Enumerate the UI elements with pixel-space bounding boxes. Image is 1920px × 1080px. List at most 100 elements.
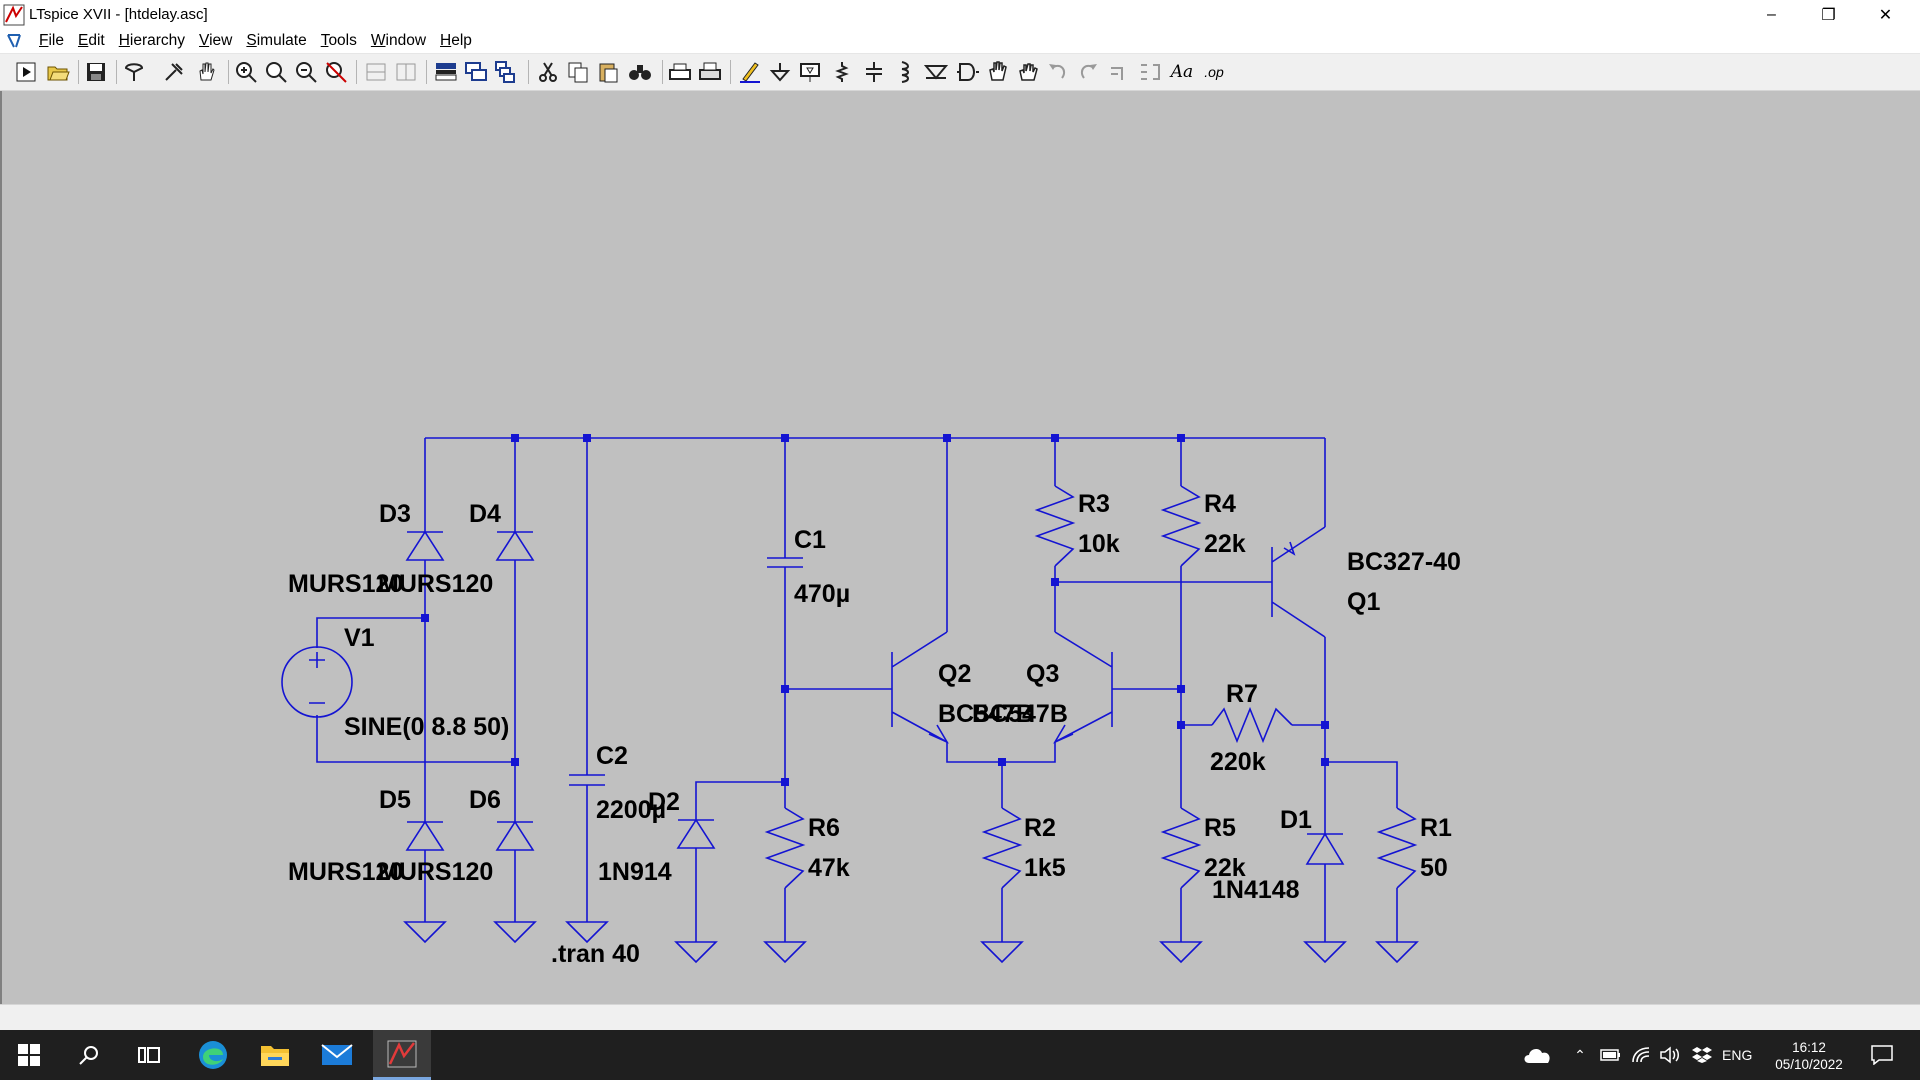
r2-value: 1k5 — [1024, 854, 1066, 882]
q1-model: BC327-40 — [1347, 548, 1461, 576]
text-icon[interactable]: Aa — [1170, 62, 1194, 82]
dropbox-icon[interactable] — [1688, 1030, 1716, 1080]
battery-icon[interactable] — [1598, 1030, 1624, 1080]
menu-file[interactable]: File — [39, 32, 64, 49]
notifications-button[interactable] — [1862, 1030, 1902, 1080]
start-button[interactable] — [0, 1030, 58, 1080]
toolbar: Aa .op — [0, 54, 1920, 91]
window-list-icon[interactable] — [494, 60, 518, 84]
r6-value: 47k — [808, 854, 850, 882]
redo-icon[interactable] — [1076, 60, 1100, 84]
volume-icon[interactable] — [1656, 1030, 1684, 1080]
close-all-icon[interactable] — [464, 60, 488, 84]
find-icon[interactable] — [628, 60, 652, 84]
file-explorer-button[interactable] — [250, 1030, 300, 1080]
schematic-canvas[interactable]: D3 D4 MURS120 MURS120 V1 SINE(0 8.8 50) … — [0, 91, 1920, 1004]
d1-label: D1 — [1280, 806, 1312, 834]
title-bar[interactable]: LTspice XVII - [htdelay.asc] – ❐ ✕ — [0, 0, 1920, 29]
r4-value: 22k — [1204, 530, 1246, 558]
taskbar: ⌃ ENG 16:12 05/10/2022 — [0, 1030, 1920, 1080]
c2-value: 2200µ — [596, 796, 666, 824]
d1-model: 1N4148 — [1212, 876, 1300, 904]
move-hand-icon[interactable] — [986, 60, 1010, 84]
zoom-fit-icon[interactable] — [264, 60, 288, 84]
spice-directive-icon[interactable]: .op — [1204, 64, 1224, 80]
window-title: LTspice XVII - [htdelay.asc] — [29, 6, 208, 23]
r4-label: R4 — [1204, 490, 1236, 518]
mail-button[interactable] — [312, 1030, 362, 1080]
ltspice-taskbar-button[interactable] — [373, 1030, 431, 1080]
tile-vertical-icon[interactable] — [394, 60, 418, 84]
menu-window[interactable]: Window — [370, 32, 427, 49]
cascade-icon[interactable] — [434, 60, 458, 84]
onedrive-icon[interactable] — [1518, 1030, 1558, 1080]
r5-label: R5 — [1204, 814, 1236, 842]
task-view-icon — [138, 1047, 160, 1063]
rotate-icon[interactable] — [1108, 60, 1132, 84]
q2-label: Q2 — [938, 660, 971, 688]
menu-simulate[interactable]: Simulate — [246, 32, 307, 49]
ground-icon[interactable] — [768, 60, 792, 84]
tray-expand-icon[interactable]: ⌃ — [1574, 1046, 1586, 1063]
r5-value: 22k — [1204, 854, 1246, 882]
ltspice-icon — [387, 1040, 417, 1067]
d2-label: D2 — [648, 788, 680, 816]
undo-icon[interactable] — [1046, 60, 1070, 84]
search-button[interactable] — [64, 1030, 114, 1080]
search-icon — [79, 1046, 98, 1065]
zoom-in-icon[interactable] — [234, 60, 258, 84]
menu-tools[interactable]: Tools — [320, 32, 357, 49]
r7-value: 220k — [1210, 748, 1266, 776]
notification-icon — [1871, 1045, 1893, 1065]
r7-label: R7 — [1226, 680, 1258, 708]
inductor-icon[interactable] — [892, 60, 916, 84]
print-icon[interactable] — [698, 60, 722, 84]
close-button[interactable]: ✕ — [1878, 6, 1893, 24]
diode-icon[interactable] — [924, 60, 948, 84]
task-view-button[interactable] — [124, 1030, 174, 1080]
copy-icon[interactable] — [566, 60, 590, 84]
pan-icon[interactable] — [194, 60, 218, 84]
run-icon[interactable] — [14, 60, 38, 84]
component-icon[interactable] — [956, 60, 980, 84]
mirror-icon[interactable] — [1138, 60, 1162, 84]
tile-horizontal-icon[interactable] — [364, 60, 388, 84]
control-panel-icon[interactable] — [122, 60, 146, 84]
ltspice-app-icon[interactable] — [3, 4, 25, 26]
clock-date: 05/10/2022 — [1775, 1057, 1843, 1072]
wire-pencil-icon[interactable] — [738, 60, 762, 84]
save-icon[interactable] — [84, 60, 108, 84]
edge-icon — [199, 1041, 227, 1069]
paste-icon[interactable] — [596, 60, 620, 84]
menu-help[interactable]: Help — [440, 32, 472, 49]
c1-label: C1 — [794, 526, 826, 554]
network-icon[interactable] — [1628, 1030, 1654, 1080]
d6-model: MURS120 — [378, 858, 493, 886]
menu-view[interactable]: View — [199, 32, 233, 49]
clock[interactable]: 16:12 05/10/2022 — [1766, 1039, 1852, 1073]
cut-icon[interactable] — [536, 60, 560, 84]
resistor-icon[interactable] — [830, 60, 854, 84]
r6-label: R6 — [808, 814, 840, 842]
d6-label: D6 — [469, 786, 501, 814]
maximize-button[interactable]: ❐ — [1821, 6, 1836, 24]
print-setup-icon[interactable] — [668, 60, 692, 84]
language-indicator[interactable]: ENG — [1722, 1047, 1753, 1063]
zoom-out-icon[interactable] — [294, 60, 318, 84]
drag-hand-icon[interactable] — [1016, 60, 1040, 84]
open-icon[interactable] — [46, 60, 70, 84]
menu-edit[interactable]: Edit — [77, 32, 105, 49]
d4-label: D4 — [469, 500, 501, 528]
zoom-cancel-icon[interactable] — [324, 60, 348, 84]
c2-label: C2 — [596, 742, 628, 770]
minimize-button[interactable]: – — [1767, 5, 1776, 23]
label-net-icon[interactable] — [798, 60, 822, 84]
r1-value: 50 — [1420, 854, 1448, 882]
document-icon[interactable] — [4, 31, 26, 51]
probe-icon[interactable] — [162, 60, 186, 84]
edge-button[interactable] — [188, 1030, 238, 1080]
capacitor-icon[interactable] — [862, 60, 886, 84]
v1-value: SINE(0 8.8 50) — [344, 713, 509, 741]
menu-hierarchy[interactable]: Hierarchy — [118, 32, 186, 49]
tran-directive[interactable]: .tran 40 — [551, 940, 640, 968]
